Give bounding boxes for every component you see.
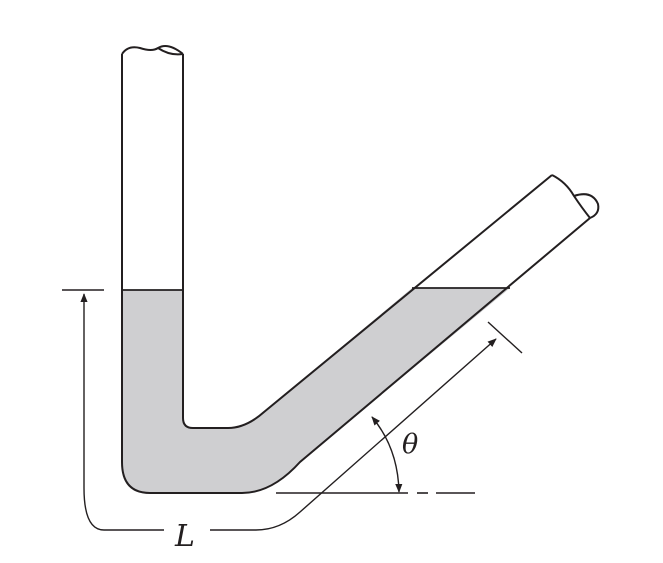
inclined-tube <box>121 174 600 494</box>
length-label: L <box>174 519 195 554</box>
angle-arc <box>371 416 403 493</box>
length-dimension <box>62 289 523 531</box>
liquid-column <box>122 288 510 493</box>
liquid-surfaces <box>122 287 510 291</box>
angle-label: θ <box>402 429 418 460</box>
vertical-tube <box>121 45 184 462</box>
